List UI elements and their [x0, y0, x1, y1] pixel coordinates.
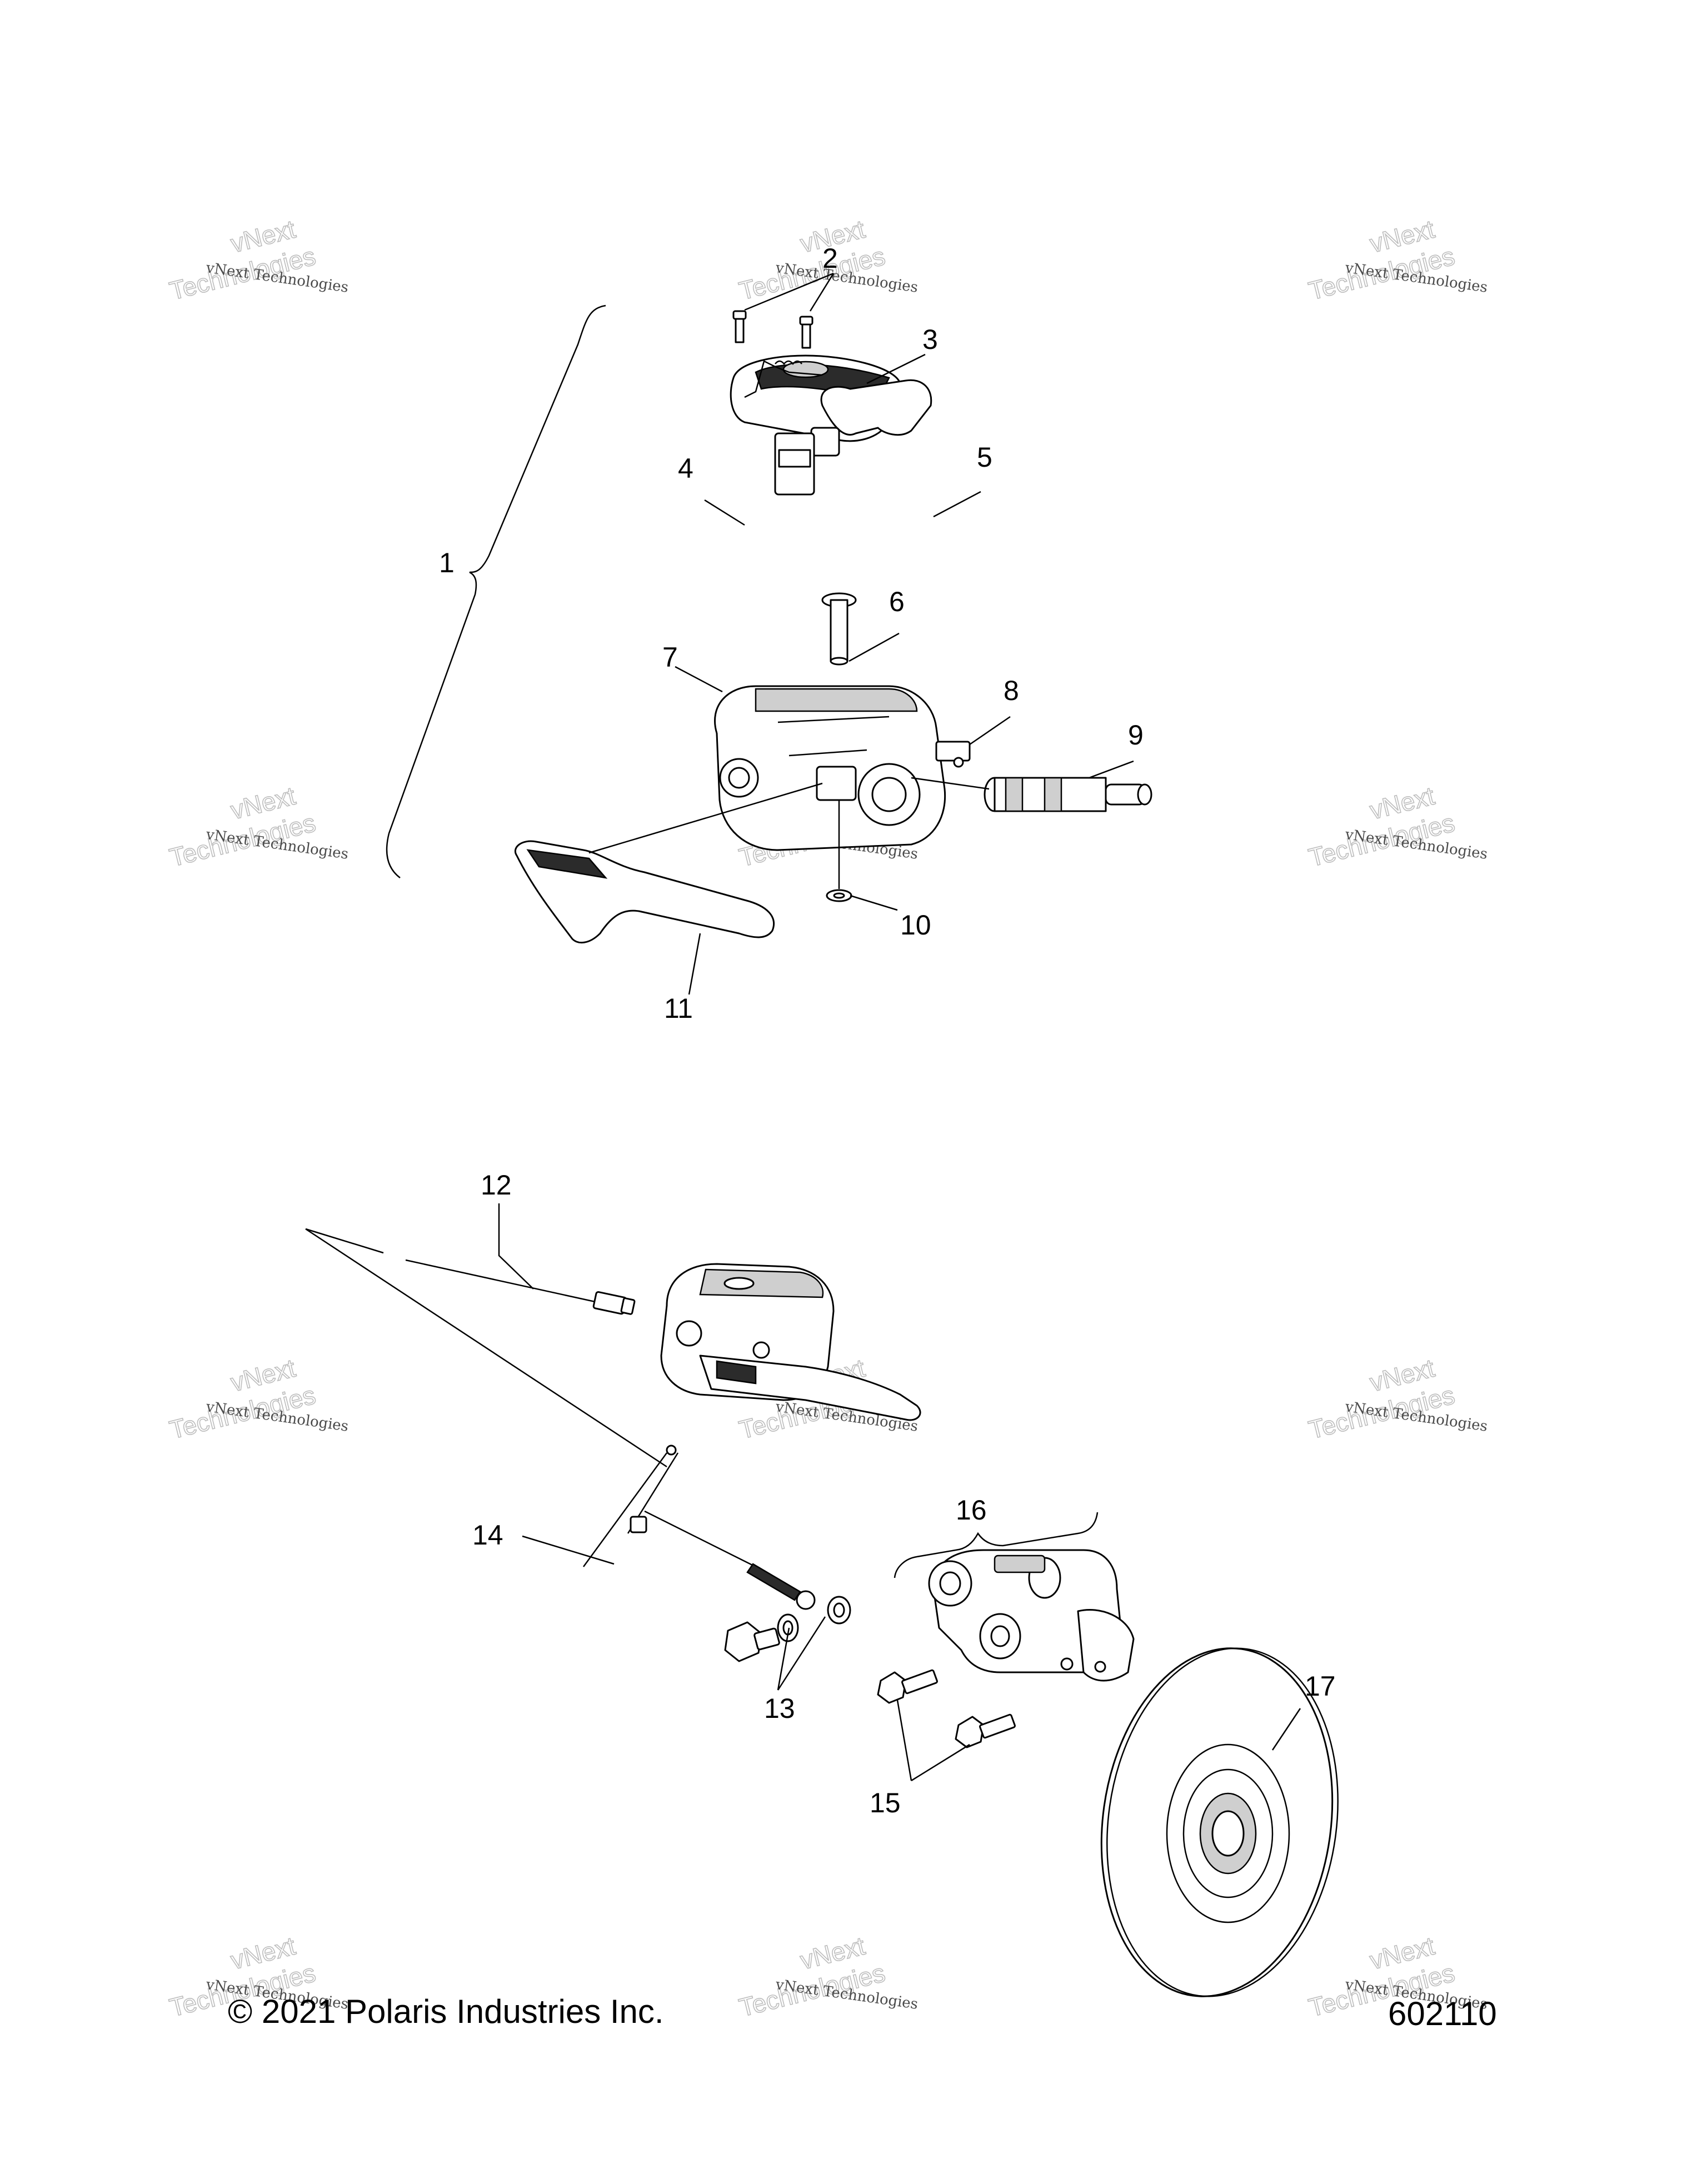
assembly-1-bracket: [386, 304, 606, 878]
part-8-brake-switch: [935, 741, 971, 768]
callout-11: 11: [664, 993, 693, 1024]
callout-13: 13: [764, 1693, 795, 1724]
part-17-brake-disc: [1100, 1647, 1339, 1997]
callout-10: 10: [900, 909, 931, 941]
drawing-number: 602110: [1388, 1995, 1497, 2032]
part-11-brake-lever: [515, 840, 775, 944]
callout-15: 15: [870, 1787, 901, 1818]
callout-12: 12: [481, 1170, 512, 1201]
part-2-screws: [732, 310, 813, 349]
part-13-banjo-bolt-washers: [724, 1596, 851, 1662]
callout-4: 4: [678, 453, 693, 484]
callout-5: 5: [977, 442, 992, 473]
part-12-brake-cable: [305, 1228, 636, 1315]
part-15-caliper-bolts: [877, 1669, 1016, 1748]
leader-lines: [498, 272, 1301, 1782]
assembly-16-bracket: [894, 1512, 1099, 1578]
callout-16: 16: [956, 1495, 987, 1526]
callout-2: 2: [822, 243, 838, 274]
part-14-clip: [582, 1445, 679, 1567]
assembled-master-cylinder: [660, 1263, 921, 1421]
part-16-caliper: [928, 1549, 1135, 1682]
callout-numbers: 1 2 3 4 5 6 7 8 9 10 11 12 13 14 15 16 1…: [439, 243, 1336, 1818]
part-4-spring: [744, 360, 823, 398]
callout-3: 3: [922, 324, 938, 355]
callout-7: 7: [662, 642, 678, 673]
copyright-text: © 2021 Polaris Industries Inc.: [228, 1993, 664, 2030]
part-6-pivot-pin: [821, 592, 857, 666]
callout-6: 6: [889, 586, 905, 617]
part-10-washer: [826, 889, 852, 902]
cable-link: [305, 1228, 816, 1610]
callout-9: 9: [1128, 719, 1144, 751]
callout-1: 1: [439, 547, 455, 578]
callout-17: 17: [1305, 1671, 1336, 1702]
assembly-lines-upper: [588, 777, 990, 889]
part-9-piston: [984, 777, 1152, 812]
callout-14: 14: [472, 1520, 503, 1551]
callout-8: 8: [1004, 675, 1019, 706]
part-5-parking-lever: [774, 379, 932, 496]
part-7-master-cylinder-body: [714, 685, 946, 851]
